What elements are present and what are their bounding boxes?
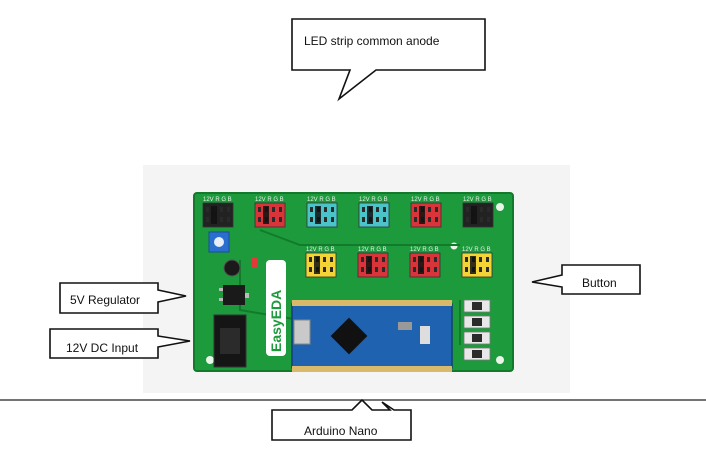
pin-header bbox=[462, 202, 494, 228]
callout-arduino-bubble bbox=[271, 398, 412, 441]
header-row-top bbox=[202, 202, 494, 228]
arduino-nano-board bbox=[291, 300, 453, 372]
header-pin-label: 12V R G B bbox=[306, 247, 335, 253]
mount-hole bbox=[496, 356, 504, 364]
header-pin-label: 12V R G B bbox=[411, 197, 440, 203]
header-pin-label: 12V R G B bbox=[462, 247, 491, 253]
push-button bbox=[463, 315, 491, 329]
callout-regulator-label: 5V Regulator bbox=[70, 293, 141, 307]
mount-hole bbox=[206, 356, 214, 364]
header-labels: 12V R G B 12V R G B 12V R G B 12V R G B 12V … bbox=[203, 197, 492, 253]
nano-mcu-chip bbox=[330, 317, 368, 355]
push-button-group bbox=[463, 299, 491, 361]
header-pin-label: 12V R G B bbox=[410, 247, 439, 253]
push-button bbox=[463, 331, 491, 345]
header-row-bottom bbox=[305, 252, 493, 278]
pin-header bbox=[357, 252, 389, 278]
potentiometer bbox=[208, 231, 230, 253]
capacitor bbox=[223, 259, 241, 277]
header-pin-label: 12V R G B bbox=[307, 197, 336, 203]
pin-header bbox=[409, 252, 441, 278]
callout-button-label: Button bbox=[582, 276, 617, 290]
header-pin-label: 12V R G B bbox=[359, 197, 388, 203]
callout-arduino-label: Arduino Nano bbox=[304, 424, 378, 438]
header-pin-label: 12V R G B bbox=[203, 197, 232, 203]
pin-header bbox=[306, 202, 338, 228]
callout-dc-label: 12V DC Input bbox=[66, 341, 139, 355]
voltage-regulator bbox=[219, 285, 249, 305]
header-pin-label: 12V R G B bbox=[463, 197, 492, 203]
push-button bbox=[463, 347, 491, 361]
callout-led-strip-label: LED strip common anode bbox=[304, 34, 440, 48]
callout-led-strip-bubble bbox=[291, 18, 486, 102]
header-pin-label: 12V R G B bbox=[358, 247, 387, 253]
push-button bbox=[463, 299, 491, 313]
easyeda-logo-text: EasyEDA bbox=[268, 290, 284, 352]
dc-jack bbox=[213, 314, 247, 368]
pcb-trace bbox=[259, 229, 460, 246]
pin-header bbox=[358, 202, 390, 228]
callout-regulator-bubble bbox=[59, 282, 187, 314]
mount-hole bbox=[496, 203, 504, 211]
callout-dc-bubble bbox=[49, 328, 191, 359]
pin-header bbox=[305, 252, 337, 278]
pin-header bbox=[254, 202, 286, 228]
pin-header bbox=[202, 202, 234, 228]
header-pin-label: 12V R G B bbox=[255, 197, 284, 203]
pin-header bbox=[410, 202, 442, 228]
pin-header bbox=[461, 252, 493, 278]
easyeda-logo: EasyEDA bbox=[266, 260, 286, 356]
callout-button-bubble bbox=[531, 264, 641, 295]
status-led bbox=[252, 258, 258, 268]
